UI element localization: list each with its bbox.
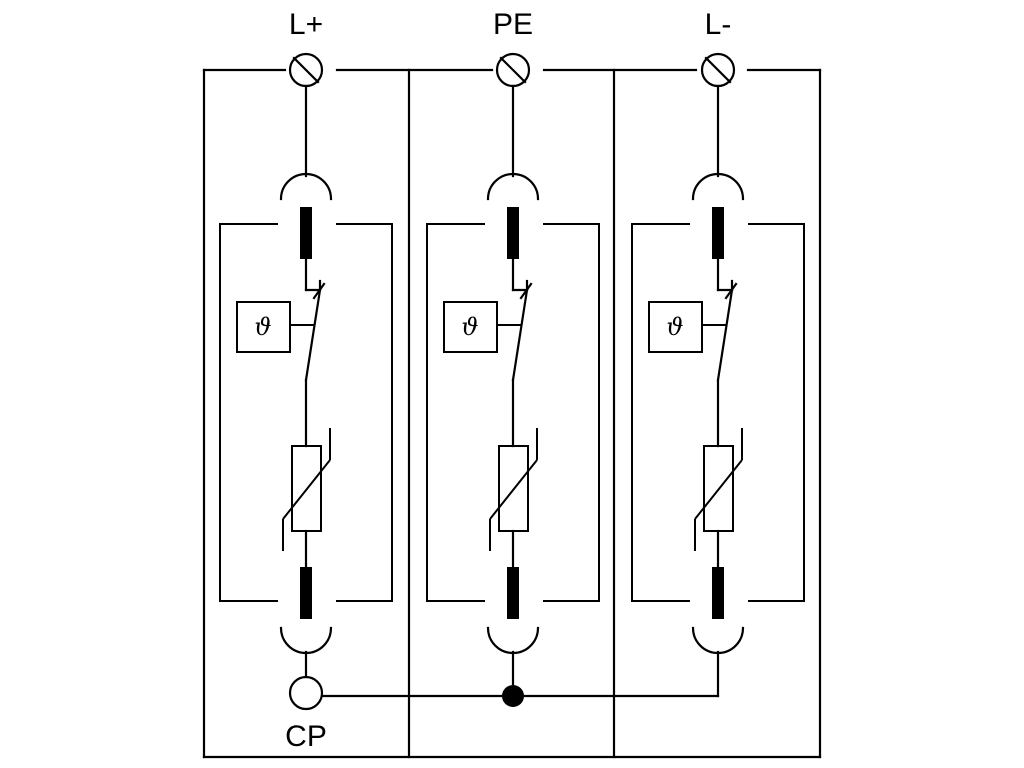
thermal-icon: ϑ <box>461 313 478 341</box>
common-point-label: CP <box>285 720 327 753</box>
screw-terminal-icon <box>700 52 736 88</box>
switch-blade <box>716 288 734 382</box>
screw-terminal-icon <box>288 52 324 88</box>
plug-pin-bottom <box>712 567 724 619</box>
module-l-minus: L- ϑ <box>631 8 805 698</box>
plug-module-frame <box>219 223 393 602</box>
plug-pin-bottom <box>300 567 312 619</box>
plug-contact-top <box>279 172 333 201</box>
plug-pin-top <box>300 207 312 259</box>
thermal-disconnector-box <box>648 301 703 353</box>
screw-terminal-icon <box>495 52 531 88</box>
plug-contact-bottom <box>691 626 745 655</box>
plug-module-frame <box>426 223 600 602</box>
plug-contact-bottom <box>486 626 540 655</box>
thermal-disconnector-box <box>443 301 498 353</box>
plug-contact-bottom <box>279 626 333 655</box>
terminal-label-l-minus: L- <box>705 8 732 41</box>
switch-blade <box>511 288 529 382</box>
plug-module-frame <box>631 223 805 602</box>
thermal-disconnector-box <box>236 301 291 353</box>
common-point-terminal-icon <box>288 675 324 711</box>
plug-contact-top <box>486 172 540 201</box>
plug-contact-top <box>691 172 745 201</box>
plug-pin-top <box>507 207 519 259</box>
terminal-label-l-plus: L+ <box>289 8 323 41</box>
module-pe: PE ϑ <box>426 8 600 707</box>
switch-blade <box>304 288 322 382</box>
thermal-icon: ϑ <box>666 313 683 341</box>
thermal-icon: ϑ <box>254 313 271 341</box>
plug-pin-bottom <box>507 567 519 619</box>
enclosure <box>202 68 822 759</box>
module-l-plus: L+ ϑ CP <box>219 8 393 753</box>
plug-pin-top <box>712 207 724 259</box>
terminal-label-pe: PE <box>493 8 533 41</box>
